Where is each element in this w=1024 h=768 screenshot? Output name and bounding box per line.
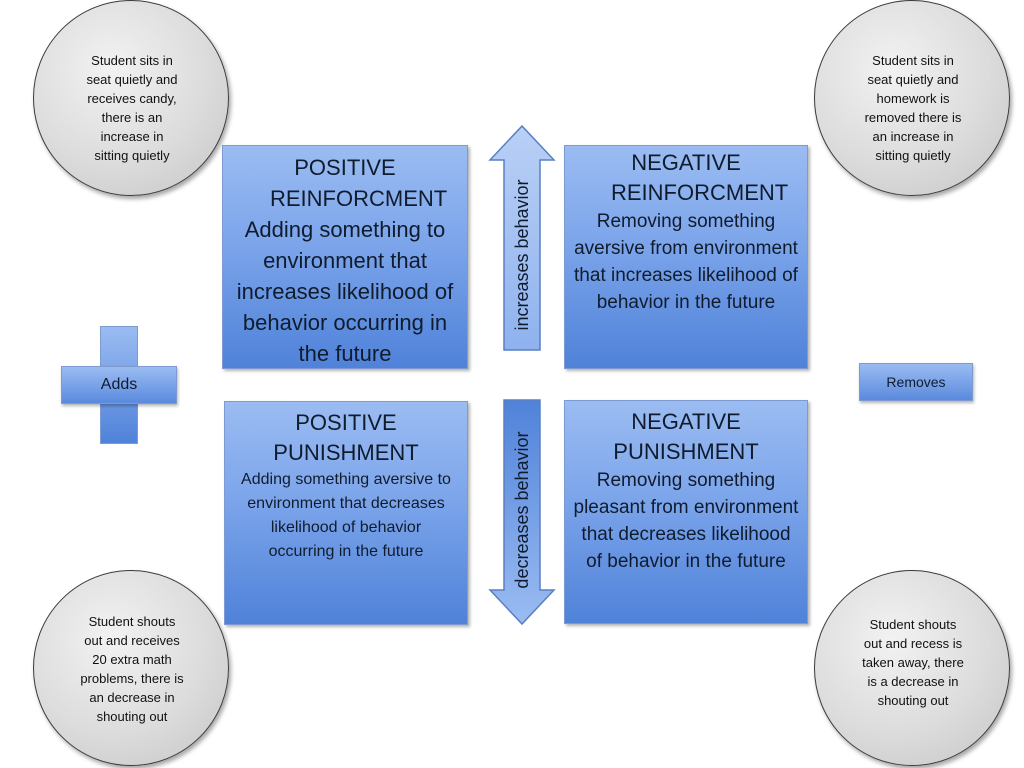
decreases-behavior-label: decreases behavior xyxy=(512,431,532,589)
example-text-top-left: Student sits in seat quietly and receive… xyxy=(86,53,178,163)
example-circle-top-right: Student sits in seat quietly and homewor… xyxy=(814,0,1010,196)
example-text-bottom-right: Student shouts out and recess is taken a… xyxy=(862,617,964,708)
adds-label-box: Adds xyxy=(61,366,177,404)
adds-label: Adds xyxy=(100,376,138,393)
example-text-top-right: Student sits in seat quietly and homewor… xyxy=(864,53,962,163)
example-circle-top-left: Student sits in seat quietly and receive… xyxy=(33,0,229,196)
example-circle-bottom-left: Student shouts out and receives 20 extra… xyxy=(33,570,229,766)
negative-reinforcement-description: Removing something aversive from environ… xyxy=(574,211,798,313)
negative-punishment-title: NEGATIVE PUNISHMENT xyxy=(613,409,759,464)
positive-punishment-description: Adding something aversive to environment… xyxy=(241,471,451,560)
quadrant-positive-reinforcement: POSITIVE REINFORCMENT Adding something t… xyxy=(222,145,468,369)
positive-reinforcement-title: POSITIVE REINFORCMENT xyxy=(270,155,448,211)
negative-reinforcement-title: NEGATIVE REINFORCMENT xyxy=(611,150,789,205)
positive-reinforcement-description: Adding something to environment that inc… xyxy=(236,217,454,366)
up-arrow-icon xyxy=(488,124,556,351)
example-text-bottom-left: Student shouts out and receives 20 extra… xyxy=(80,614,184,724)
negative-punishment-description: Removing something pleasant from environ… xyxy=(573,470,799,572)
increases-behavior-label: increases behavior xyxy=(512,179,532,331)
down-arrow-icon xyxy=(488,399,556,626)
removes-label-box: Removes xyxy=(859,363,973,401)
quadrant-positive-punishment: POSITIVE PUNISHMENT Adding something ave… xyxy=(224,401,468,625)
removes-label: Removes xyxy=(886,374,946,390)
quadrant-negative-punishment: NEGATIVE PUNISHMENT Removing something p… xyxy=(564,400,808,624)
positive-punishment-title: POSITIVE PUNISHMENT xyxy=(273,410,419,465)
example-circle-bottom-right: Student shouts out and recess is taken a… xyxy=(814,570,1010,766)
quadrant-negative-reinforcement: NEGATIVE REINFORCMENT Removing something… xyxy=(564,145,808,369)
